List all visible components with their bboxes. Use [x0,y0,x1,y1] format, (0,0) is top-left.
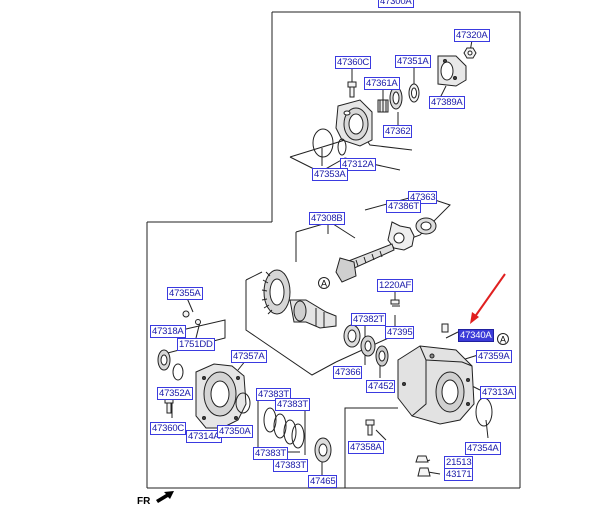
leader-line [245,280,337,376]
o-ring-part [235,392,251,414]
bearing-part [389,86,403,110]
section-marker-text: A [321,279,327,289]
section-marker-a: A [497,333,509,345]
pin-part [390,299,400,307]
leader-line [427,471,441,475]
pointer-arrow [470,273,506,324]
extension-housing-part [335,99,373,147]
part-label-47314A[interactable]: 47314A [186,430,222,443]
vent-plug-part [441,323,449,333]
part-label-47313A[interactable]: 47313A [480,386,516,399]
part-label-47354A[interactable]: 47354A [465,442,501,455]
part-label-47351A[interactable]: 47351A [395,55,431,68]
leader-line [445,331,459,339]
spacer-spring-part [377,99,389,113]
drive-pinion-shaft-part [335,243,395,283]
part-label-47395[interactable]: 47395 [385,326,415,339]
part-label-47389A[interactable]: 47389A [429,96,465,109]
part-label-1751DD[interactable]: 1751DD [177,338,215,351]
o-ring-part [172,363,184,381]
bearing-part [360,335,376,357]
part-label-47352A[interactable]: 47352A [157,387,193,400]
differential-case-part [289,299,337,329]
part-label-47320A[interactable]: 47320A [454,29,490,42]
section-marker-a: A [318,277,330,289]
part-label-47383T[interactable]: 47383T [275,398,311,411]
part-label-47340A-highlighted[interactable]: 47340A [458,329,494,342]
bearing-race-part [343,324,361,348]
ring-gear-part [261,269,291,315]
part-label-47350A[interactable]: 47350A [217,425,253,438]
shim-part [375,345,389,367]
part-label-47359A[interactable]: 47359A [476,350,512,363]
gasket-ring-part [475,397,493,427]
part-label-47308B[interactable]: 47308B [309,212,345,225]
part-label-47360C[interactable]: 47360C [150,422,187,435]
flange-nut-part [463,47,477,59]
part-label-47386T[interactable]: 47386T [386,200,422,213]
leader-line [245,271,263,281]
side-cover-housing-part [195,363,247,429]
washer-part [182,310,201,325]
inner-case-frame [344,407,398,488]
part-label-47362[interactable]: 47362 [383,125,413,138]
part-label-47300A[interactable]: 47300A [378,0,414,8]
bearing-part [314,437,332,463]
part-label-47452[interactable]: 47452 [366,380,396,393]
part-label-47465[interactable]: 47465 [308,475,338,488]
part-label-47360C[interactable]: 47360C [335,56,372,69]
part-label-47383T[interactable]: 47383T [253,447,289,460]
part-label-43171[interactable]: 43171 [444,468,474,481]
part-label-47353A[interactable]: 47353A [312,168,348,181]
leader-line [186,297,194,313]
bolt-part [365,419,375,436]
front-direction-arrow-icon [156,491,174,503]
output-flange-part [437,55,467,87]
part-label-47358A[interactable]: 47358A [348,441,384,454]
bolt-part [347,81,357,98]
part-label-47382T[interactable]: 47382T [351,313,387,326]
part-label-47312A[interactable]: 47312A [340,158,376,171]
part-label-47355A[interactable]: 47355A [167,287,203,300]
part-label-1220AF[interactable]: 1220AF [377,279,414,292]
part-label-47318A[interactable]: 47318A [150,325,186,338]
part-label-47383T[interactable]: 47383T [256,388,292,401]
shim-rings-part [263,407,305,449]
section-marker-text: A [500,335,506,345]
o-ring-part [312,128,334,158]
upper-assembly-frame [272,11,521,488]
oil-seal-part [157,349,171,371]
part-label-47361A[interactable]: 47361A [364,77,400,90]
part-label-47357A[interactable]: 47357A [231,350,267,363]
front-direction-label: FR [137,496,151,507]
drain-plug-part [415,455,431,477]
snap-ring-part [337,138,347,156]
part-label-47366[interactable]: 47366 [333,366,363,379]
oil-seal-ring-part [408,83,420,103]
cover-plate-part [387,221,415,251]
transfer-case-housing-part [397,345,475,425]
leader-line [375,429,387,441]
leader-line [485,419,489,439]
part-label-47383T[interactable]: 47383T [273,459,309,472]
seal-part [415,217,437,235]
